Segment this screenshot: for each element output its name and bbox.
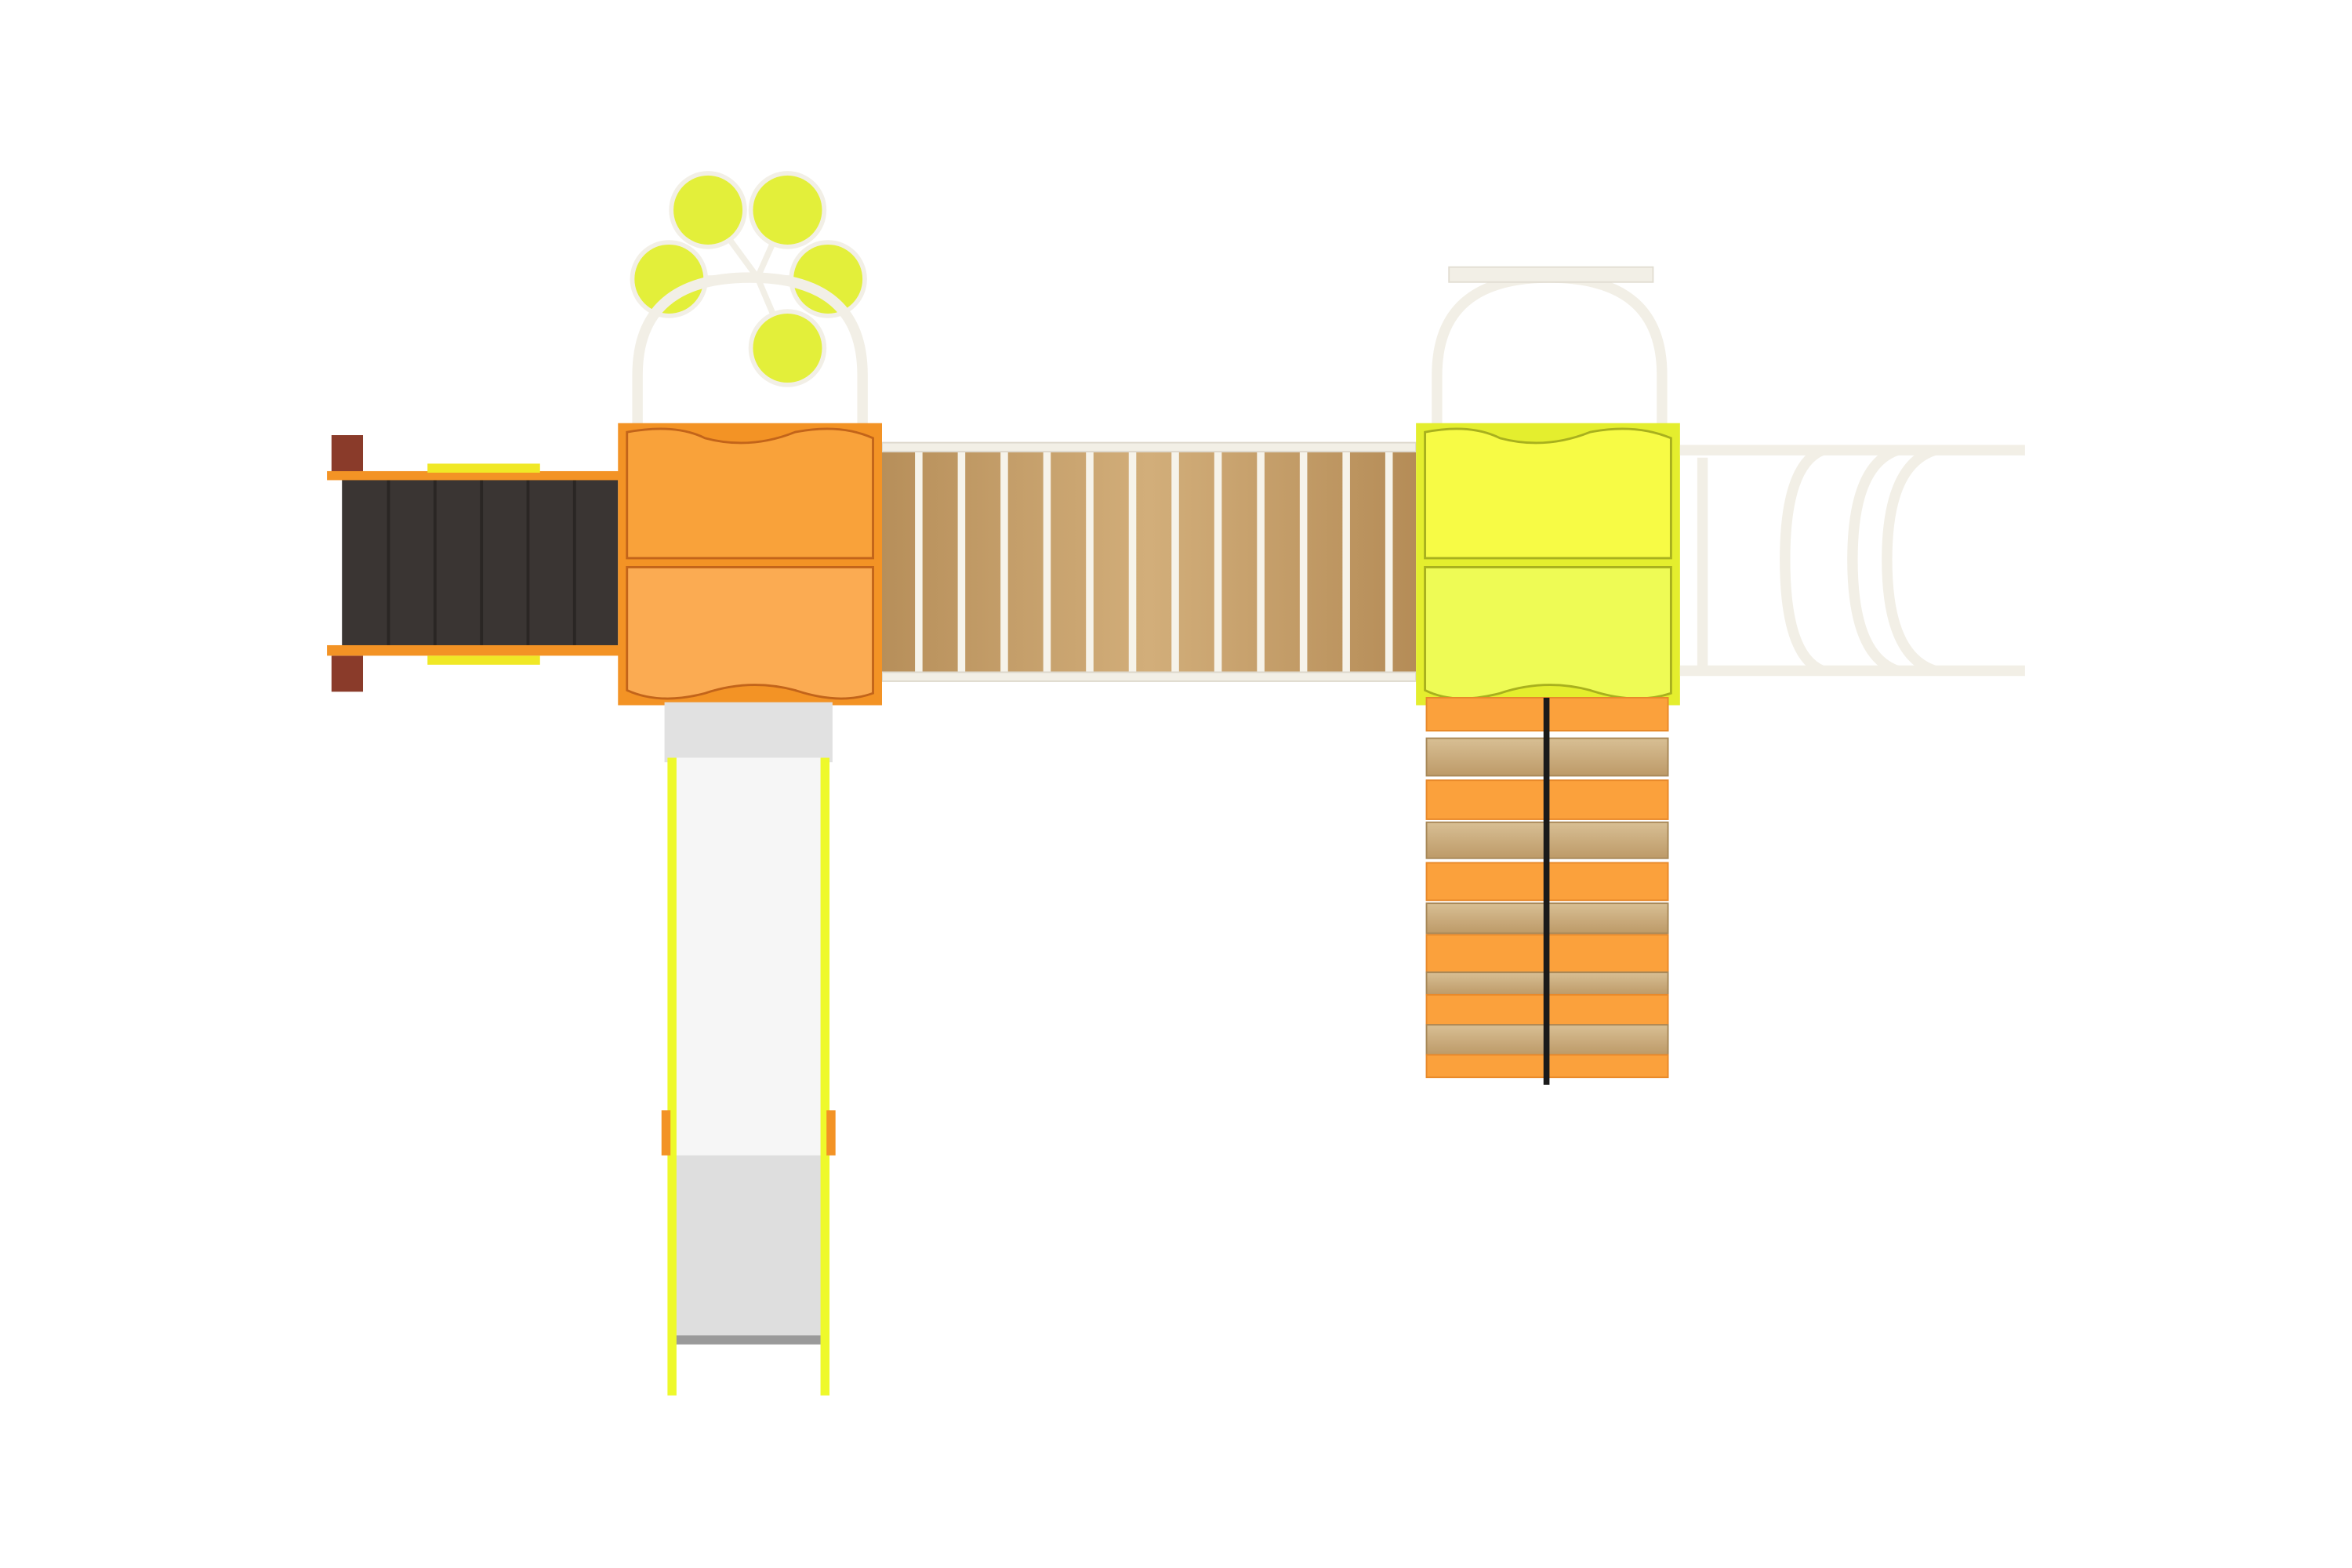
stepping-pod (673, 175, 743, 245)
stair-rail (327, 644, 622, 656)
stepping-pod (793, 244, 863, 314)
bridge-slat (1000, 450, 1008, 676)
top-bar (1448, 266, 1654, 283)
stepping-pod (753, 314, 822, 383)
stair-post (331, 435, 364, 473)
stepping-pod (753, 175, 822, 245)
bridge-slat (1171, 450, 1179, 676)
yellow-tower (1416, 423, 1680, 706)
bridge-slat (1342, 450, 1350, 676)
bridge-slat (1214, 450, 1222, 676)
climbing-ladder (1425, 696, 1669, 1085)
stair-post (331, 655, 364, 692)
arch-right (1432, 272, 1668, 428)
bridge-slat (957, 450, 966, 676)
bridge-slat (1086, 450, 1094, 676)
bridge-slat (1385, 450, 1393, 676)
rope (1543, 697, 1550, 1085)
stairs (327, 435, 622, 692)
stepping-pod (634, 244, 704, 314)
stair-handle (427, 655, 540, 665)
bridge-slat (915, 450, 923, 676)
bridge-slat (1299, 450, 1308, 676)
slide (661, 702, 836, 1396)
stair-handle (427, 463, 540, 473)
arch-left (632, 272, 868, 428)
bridge-slat (1257, 450, 1265, 676)
orange-tower (618, 423, 882, 706)
bridge-slat (1128, 450, 1137, 676)
pipe-frame (1679, 445, 2025, 677)
stair-rail (327, 470, 622, 481)
bridge (881, 441, 1417, 682)
bridge-slat (1043, 450, 1051, 676)
